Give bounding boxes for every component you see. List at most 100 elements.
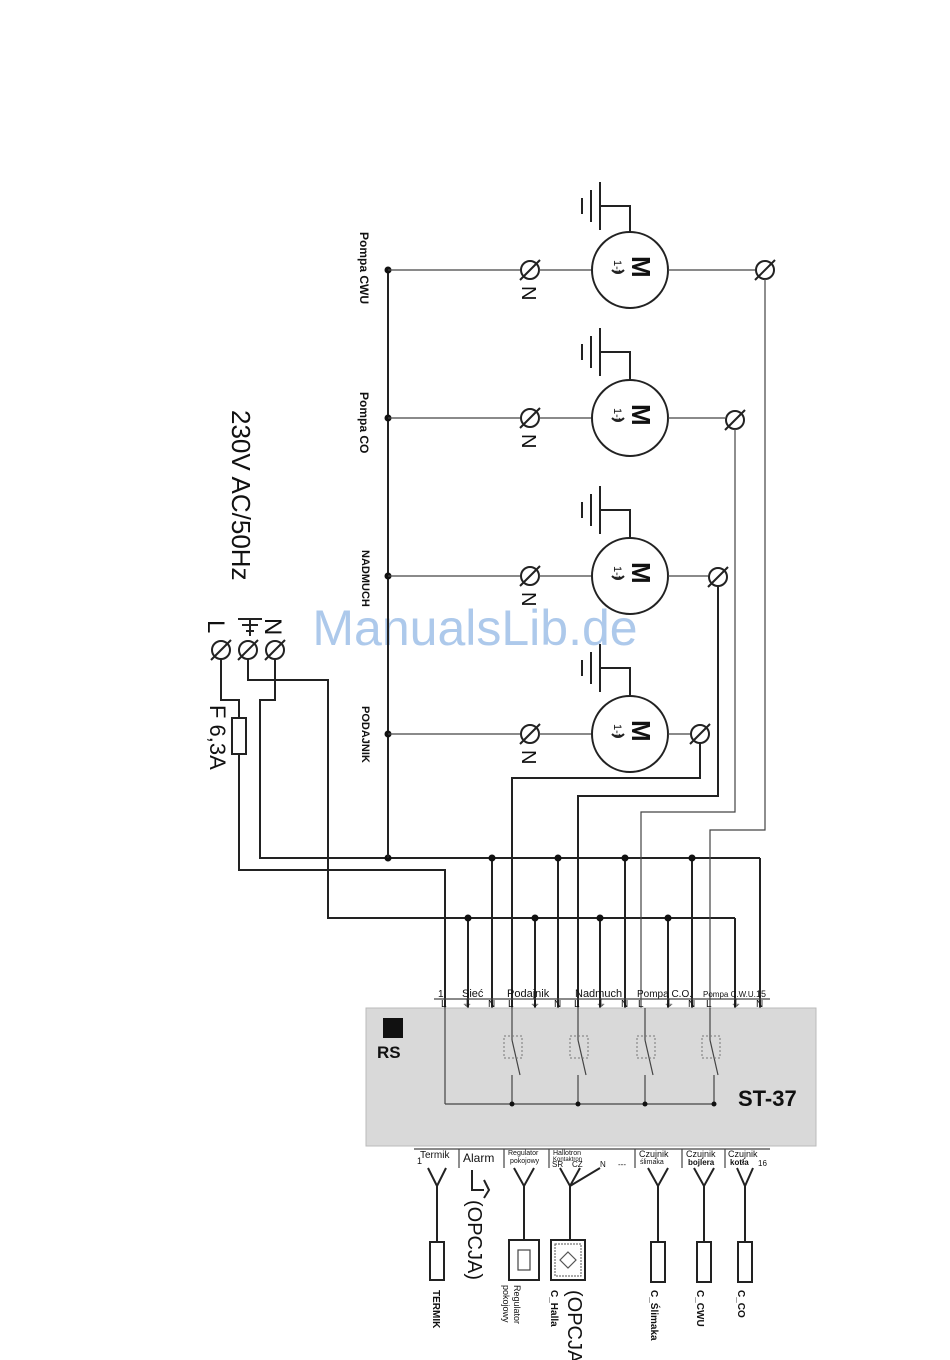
sensor-alarm: (OPCJA)	[463, 1170, 491, 1280]
podajnik-label: Podajnik	[507, 988, 550, 1000]
relay-podajnik	[503, 1008, 523, 1107]
earth-icon	[581, 486, 631, 538]
controller-body	[365, 1007, 817, 1147]
n-label: N	[517, 286, 539, 300]
regulator-label-2: pokojowy	[501, 1285, 511, 1323]
motor-symbol: M	[626, 720, 656, 742]
n-drops	[384, 854, 761, 1008]
kotla-terminal-label-2: kotła	[730, 1158, 749, 1167]
blank-terminal: ---	[618, 1160, 626, 1169]
regulator-label: Regulator	[512, 1285, 522, 1324]
slimaka-terminal-label: Czujnik	[639, 1149, 669, 1159]
slimaka-sensor-icon	[650, 1241, 666, 1283]
sensor-termik: TERMIK	[427, 1167, 447, 1329]
supply-l-label: L	[202, 620, 229, 633]
motor-label: NADMUCH	[359, 550, 371, 607]
kotla-terminal-label: Czujnik	[728, 1149, 758, 1159]
pompa-co-label: Pompa C.O.	[637, 989, 692, 1000]
top-terminal-strip: 1 Sieć Podajnik Nadmuch Pompa C.O. Pompa…	[434, 988, 770, 1010]
termik-sensor-icon	[429, 1241, 445, 1281]
motor-nadmuch: NADMUCH N M 1-f	[359, 486, 729, 615]
motor-label: Pompa CO	[357, 392, 371, 453]
bojlera-terminal-label: Czujnik	[686, 1149, 716, 1159]
motor-symbol: M	[626, 562, 656, 584]
motor-phase: 1-f	[611, 260, 623, 274]
hall-label: C_Halla	[548, 1290, 559, 1327]
controller-st37: RS ST-37	[365, 988, 817, 1169]
hall-sensor-icon	[550, 1239, 586, 1281]
pin-l: L	[706, 999, 712, 1010]
motor-pompa-co: Pompa CO N M 1-f	[357, 328, 746, 457]
l-terminal-icon	[707, 566, 729, 588]
regulator-device-icon	[508, 1239, 540, 1281]
co-sensor-icon	[737, 1241, 753, 1283]
rs-label: RS	[377, 1043, 401, 1062]
pin-pe: ⏚	[731, 998, 741, 1010]
earth-icon	[581, 182, 631, 232]
motor-phase: 1-f	[611, 408, 623, 422]
pin-pe: ⏚	[596, 998, 606, 1010]
model-label: ST-37	[738, 1086, 797, 1111]
l-terminal-icon	[754, 259, 776, 281]
n-label: N	[517, 592, 539, 606]
termik-terminal-label: Termik	[420, 1150, 450, 1161]
pe-drops	[464, 914, 736, 1008]
motor-label: PODAJNIK	[359, 706, 371, 763]
supply-terminal-n	[264, 639, 286, 661]
regulator-terminal-label-2: pokojowy	[510, 1158, 540, 1165]
relay-nadmuch	[569, 1008, 589, 1107]
earth-icon	[581, 328, 631, 380]
pin-n: N	[554, 999, 561, 1010]
pin-sr: SR	[552, 1160, 563, 1169]
pin-n: N	[488, 999, 495, 1010]
relay-pompa-co	[636, 1008, 656, 1107]
nadmuch-label: Nadmuch	[575, 988, 622, 1000]
cwu-label: C_CWU	[694, 1290, 705, 1327]
slimaka-terminal-label-2: ślimaka	[640, 1159, 664, 1166]
sensor-co: C_CO	[735, 1167, 754, 1318]
pin-last: 16	[758, 1159, 767, 1168]
supply-earth-icon	[238, 618, 262, 636]
supply-block: 230V AC/50Hz L N F 6,3A	[202, 410, 286, 770]
pin-n: N	[621, 999, 628, 1010]
pin-pe: ⏚	[530, 998, 540, 1010]
n-terminal-icon	[519, 407, 541, 429]
n-terminal-icon	[519, 723, 541, 745]
pin-n: N	[756, 999, 763, 1010]
cwu-sensor-icon	[696, 1241, 712, 1283]
pin-cz: CZ	[572, 1160, 583, 1169]
fuse-icon	[231, 717, 247, 755]
fuse-label: F 6,3A	[205, 705, 230, 770]
pin-pe: ⏚	[664, 998, 674, 1010]
hallotron-terminal-label-2: Kontaktron	[553, 1157, 582, 1163]
pin-l: L	[638, 999, 644, 1010]
supply-terminal-l	[210, 639, 232, 661]
motor-phase: 1-f	[611, 566, 623, 580]
slimaka-label: C_Ślimaka	[648, 1290, 661, 1341]
relay-pompa-cwu	[701, 1008, 721, 1107]
pin-l: L	[574, 999, 580, 1010]
alarm-opcja-label: (OPCJA)	[463, 1200, 485, 1280]
n-terminal-icon	[519, 259, 541, 281]
termik-label: TERMIK	[430, 1290, 441, 1329]
supply-wires	[220, 659, 493, 1008]
motor-label: Pompa CWU	[357, 232, 371, 304]
pin-pe: ⏚	[462, 998, 472, 1010]
siec-label: Sieć	[462, 988, 484, 1000]
pin-l: L	[441, 999, 447, 1010]
l-terminal-icon	[724, 409, 746, 431]
bottom-terminal-strip: 1 Termik Alarm Regulator pokojowy Hallot…	[414, 1148, 770, 1169]
sensor-cwu: C_CWU	[693, 1167, 715, 1327]
earth-icon	[581, 644, 631, 696]
watermark: ManualsLib.de	[312, 600, 637, 656]
sensor-slimaka: C_Ślimaka	[647, 1167, 669, 1341]
pin-l: L	[508, 999, 514, 1010]
alarm-terminal-label: Alarm	[463, 1151, 494, 1165]
motor-phase: 1-f	[611, 724, 623, 738]
n-terminal-icon	[519, 565, 541, 587]
motor-pompa-cwu: Pompa CWU N M 1-f	[357, 182, 776, 309]
n-label: N	[517, 750, 539, 764]
hallotron-terminal-label: Hallotron	[553, 1150, 581, 1157]
motor-symbol: M	[626, 404, 656, 426]
motor-symbol: M	[626, 256, 656, 278]
